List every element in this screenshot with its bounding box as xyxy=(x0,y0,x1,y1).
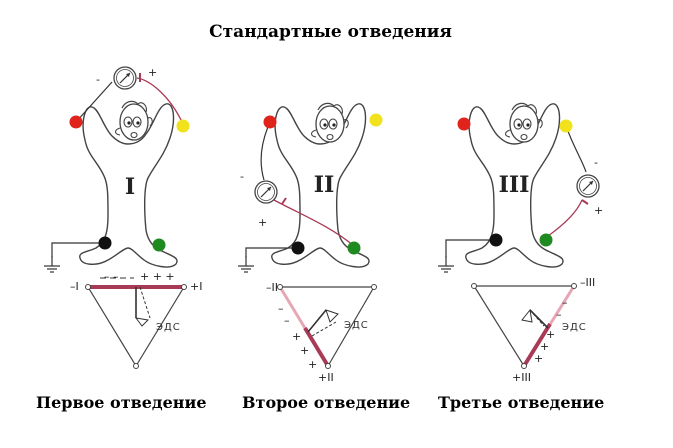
polarity-sign: + xyxy=(546,328,555,341)
polarity-sign: – xyxy=(562,296,568,309)
electrode-right-leg xyxy=(98,236,112,250)
polarity-sign: + xyxy=(300,344,309,357)
electrode-left-arm xyxy=(369,113,383,127)
electrode-right-arm xyxy=(263,115,277,129)
tri-2-left-label: –II xyxy=(266,281,278,294)
galvanometer-icon xyxy=(113,66,137,90)
electrode-left-arm xyxy=(176,119,190,133)
lead-1-numeral: I xyxy=(125,174,135,200)
caption-lead-1: Первое отведение xyxy=(36,393,207,412)
meter-plus: + xyxy=(258,216,267,229)
meter-minus: - xyxy=(594,156,598,169)
galvanometer-icon xyxy=(254,180,278,204)
electrode-right-arm xyxy=(457,117,471,131)
tri-1-eds-label: ЭДС xyxy=(156,322,181,333)
tri-1-left-label: –I xyxy=(70,280,79,293)
meter-plus: + xyxy=(594,204,603,217)
polarity-sign: + xyxy=(292,330,301,343)
electrode-left-leg xyxy=(347,241,361,255)
polarity-sign: + xyxy=(534,352,543,365)
galvanometer-icon xyxy=(576,174,600,198)
lead-2-numeral: II xyxy=(314,172,335,198)
einthoven-triangle-3: –III +III – – + + + ЭДС xyxy=(471,276,595,384)
caption-lead-2: Второе отведение xyxy=(242,393,411,412)
tri-3-eds-label: ЭДС xyxy=(562,322,587,333)
meter-minus: - xyxy=(240,170,244,183)
meter-minus: - xyxy=(96,73,100,86)
page-title: Стандартные отведения xyxy=(209,22,452,42)
polarity-sign: – xyxy=(278,302,284,315)
einthoven-triangle-2: –II +II – – + + + ЭДС xyxy=(266,281,377,384)
tri-2-eds-label: ЭДС xyxy=(344,320,369,331)
wire-right-arm xyxy=(75,81,113,123)
polarity-sign: + xyxy=(308,358,317,371)
tri-2-bottom-label: +II xyxy=(318,371,334,384)
ground-icon xyxy=(43,255,61,273)
figure-lead-2: II - + xyxy=(237,102,383,273)
electrode-right-leg xyxy=(291,241,305,255)
electrode-right-arm xyxy=(69,115,83,129)
polarity-sign: – xyxy=(556,308,562,321)
caption-lead-3: Третье отведение xyxy=(438,393,605,412)
meter-plus: + xyxy=(148,66,157,79)
tri-1-dashes: – – xyxy=(104,270,119,283)
electrode-left-leg xyxy=(539,233,553,247)
tri-1-right-label: +I xyxy=(190,280,202,293)
electrode-left-leg xyxy=(152,238,166,252)
lead-3-numeral: III xyxy=(499,172,530,198)
tri-3-bottom-label: +III xyxy=(512,371,531,384)
polarity-sign: + xyxy=(540,340,549,353)
ground-icon xyxy=(437,255,455,273)
electrode-left-arm xyxy=(559,119,573,133)
tri-3-right-label: –III xyxy=(580,276,595,289)
figure-lead-1: I - + xyxy=(43,66,190,273)
einthoven-triangle-1: –I +I + + + – – ЭДС xyxy=(70,270,202,369)
electrode-right-leg xyxy=(489,233,503,247)
tri-1-charges: + + + xyxy=(140,270,175,283)
ground-icon xyxy=(237,255,255,273)
polarity-sign: – xyxy=(284,314,290,327)
figure-lead-3: III - + xyxy=(437,102,603,273)
